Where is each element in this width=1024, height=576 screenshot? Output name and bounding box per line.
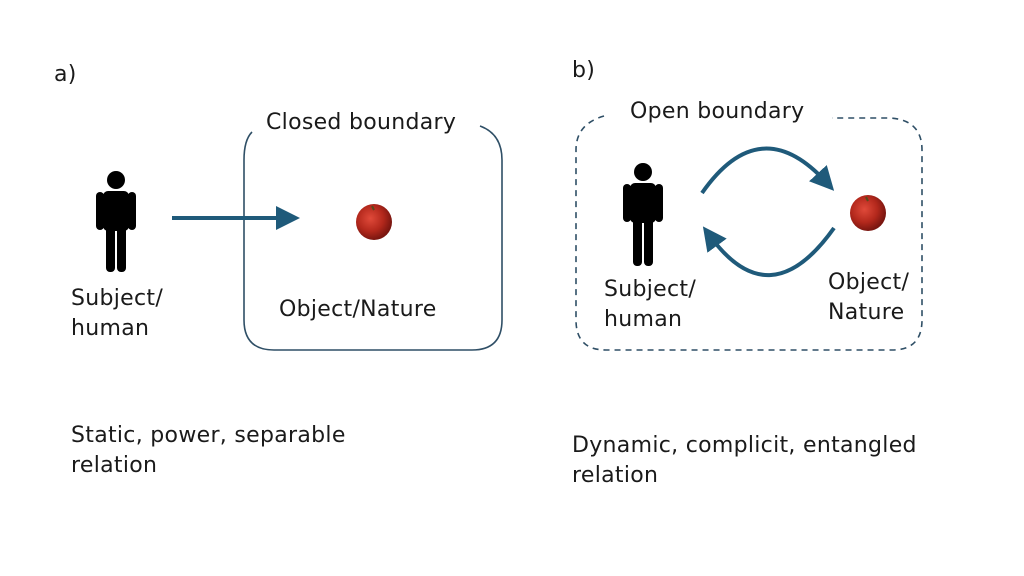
arrow-subject-to-object bbox=[700, 146, 835, 195]
person-icon bbox=[96, 171, 136, 272]
caption-b-line2: relation bbox=[572, 463, 659, 488]
closed-boundary-label: Closed boundary bbox=[266, 110, 457, 135]
person-icon bbox=[623, 163, 663, 266]
subject-label: Subject/ bbox=[604, 277, 697, 302]
panel-b-label: b) bbox=[572, 58, 596, 83]
caption-b-line1: Dynamic, complicit, entangled bbox=[572, 433, 917, 458]
open-boundary bbox=[575, 115, 923, 351]
apple-icon bbox=[850, 195, 886, 231]
subject-label: Subject/ bbox=[71, 286, 164, 311]
panel-a-label: a) bbox=[54, 62, 77, 87]
subject-label-2: human bbox=[71, 316, 150, 341]
object-label: Object/Nature bbox=[279, 297, 437, 322]
closed-boundary bbox=[243, 125, 503, 351]
object-label: Object/ bbox=[828, 270, 910, 295]
open-boundary-label: Open boundary bbox=[630, 99, 805, 124]
arrow-object-to-subject bbox=[702, 226, 836, 277]
caption-a-line1: Static, power, separable bbox=[71, 423, 346, 448]
apple-icon bbox=[356, 204, 392, 240]
subject-label-2: human bbox=[604, 307, 683, 332]
caption-a-line2: relation bbox=[71, 453, 158, 478]
object-label-2: Nature bbox=[828, 300, 905, 325]
